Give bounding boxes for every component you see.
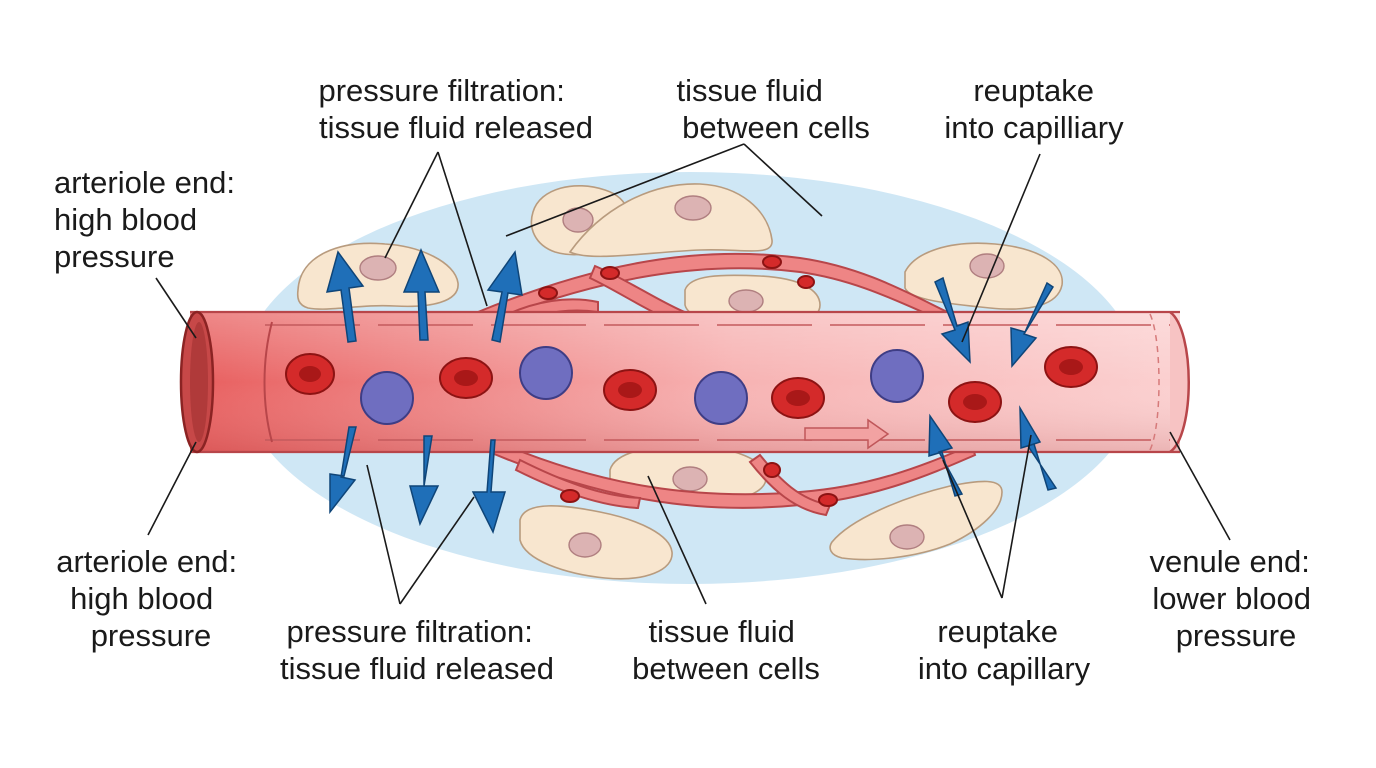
- capillary-red-cell: [600, 266, 620, 280]
- tissue-cell: [829, 480, 1003, 561]
- cell-nucleus: [674, 195, 712, 221]
- leader-line: [366, 464, 401, 605]
- cell-nucleus: [568, 532, 602, 558]
- leader-line: [155, 277, 197, 339]
- red-blood-cell: [603, 369, 657, 411]
- filtration-arrow-down: [329, 426, 357, 515]
- capillary-red-cell: [560, 489, 580, 503]
- white-blood-cell: [870, 349, 924, 403]
- vessel-segment-edge: [263, 321, 273, 443]
- label-reuptake-bottom: reuptake into capillary: [918, 614, 1091, 686]
- arteriole-opening-inner: [190, 322, 208, 442]
- filtration-arrow-down: [409, 435, 440, 527]
- venule-end-dash: [1149, 313, 1160, 451]
- filtration-arrow-up: [402, 248, 441, 341]
- tissue-cell: [568, 183, 773, 258]
- label-tissue-fluid-bottom: tissue fluid between cells: [632, 614, 820, 686]
- filtration-arrow-up: [486, 250, 523, 343]
- label-filtration-bottom: pressure filtration: tissue fluid releas…: [280, 614, 554, 686]
- capillary: [514, 458, 642, 510]
- leader-line: [384, 151, 439, 259]
- white-blood-cell: [694, 371, 748, 425]
- leader-line: [147, 441, 197, 536]
- fluid-movement-arrows: [325, 248, 1058, 535]
- leader-line: [505, 143, 745, 237]
- filtration-arrow-down: [471, 439, 507, 535]
- label-venule-bottom: venule end: lower blood pressure: [1150, 544, 1320, 653]
- filtration-arrow-up: [325, 250, 365, 343]
- labels: pressure filtration: tissue fluid releas…: [54, 73, 1320, 686]
- capillary-red-cell: [763, 462, 781, 478]
- leader-line: [647, 475, 707, 605]
- leader-line: [399, 496, 475, 605]
- leader-line: [961, 153, 1041, 343]
- tissue-cells: [296, 183, 1063, 580]
- cell-nucleus: [672, 466, 708, 492]
- leader-line: [1001, 434, 1032, 599]
- blood-cells: [285, 346, 1098, 425]
- leader-line: [743, 143, 823, 217]
- red-blood-cell: [1044, 346, 1098, 388]
- label-arteriole-top: arteriole end: high blood pressure: [54, 165, 244, 274]
- venule-end: [1169, 310, 1190, 454]
- red-blood-cell: [439, 357, 493, 399]
- capillary-red-cell: [762, 255, 782, 269]
- red-blood-cell: [771, 377, 825, 419]
- leader-lines: [147, 143, 1231, 605]
- capillary-red-cell: [818, 493, 838, 507]
- reuptake-arrow-in: [934, 276, 971, 364]
- reuptake-arrow-in: [1019, 405, 1058, 491]
- leader-line: [1169, 431, 1231, 541]
- label-reuptake-top: reuptake into capilliary: [944, 73, 1124, 145]
- capillary-red-cell: [797, 275, 815, 289]
- cell-nucleus: [359, 255, 397, 281]
- capillary-red-cell: [538, 286, 558, 300]
- cell-nucleus: [969, 253, 1005, 279]
- white-blood-cell: [360, 371, 414, 425]
- leader-line: [437, 151, 488, 307]
- cell-nucleus: [889, 524, 925, 550]
- leader-line: [942, 459, 1003, 599]
- reuptake-arrow-in: [928, 413, 964, 497]
- reuptake-arrow-in: [1010, 281, 1055, 368]
- red-blood-cell: [948, 381, 1002, 423]
- blood-flow-arrow: [804, 418, 890, 450]
- label-arteriole-bottom: arteriole end: high blood pressure: [56, 544, 246, 653]
- label-tissue-fluid-top: tissue fluid between cells: [676, 73, 869, 145]
- red-blood-cell: [285, 353, 335, 395]
- cell-nucleus: [728, 289, 764, 313]
- white-blood-cell: [519, 346, 573, 400]
- label-filtration-top: pressure filtration: tissue fluid releas…: [318, 73, 593, 145]
